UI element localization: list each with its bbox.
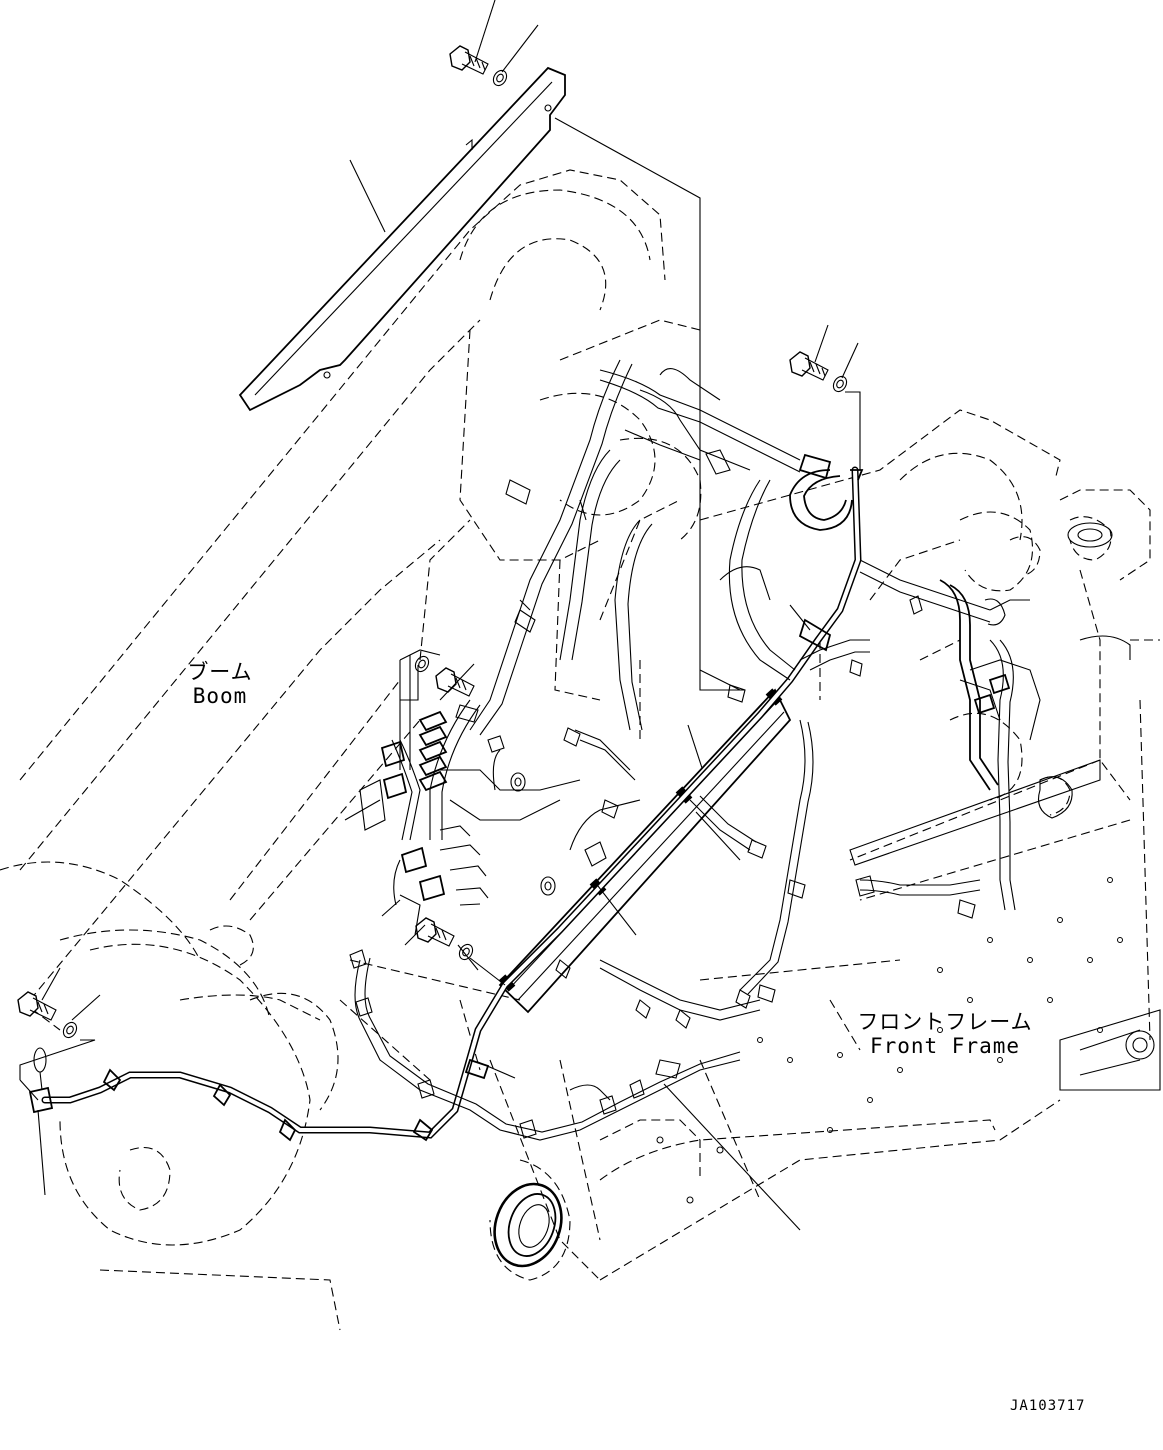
center-small-parts — [510, 727, 776, 1029]
right-harness — [689, 559, 1041, 995]
frame-right-parts — [849, 522, 1161, 1091]
washer-lower — [458, 943, 474, 961]
bolt-right — [789, 351, 829, 381]
boom-label: ブーム Boom — [160, 660, 280, 708]
lower-harness — [349, 949, 741, 1141]
washer-mid — [414, 655, 430, 673]
front-frame-label: フロントフレーム Front Frame — [845, 1010, 1045, 1058]
left-hose-runs — [429, 359, 653, 840]
bolt-left — [17, 991, 57, 1021]
harness-guard — [498, 688, 792, 1014]
boom-outline — [19, 169, 702, 1001]
leader-lines — [19, 0, 861, 1231]
boom-label-jp: ブーム — [187, 660, 253, 684]
front-frame-label-en: Front Frame — [869, 1034, 1021, 1059]
boom-label-en: Boom — [192, 684, 248, 709]
boom-cover-plate — [238, 66, 566, 412]
main-harness — [41, 466, 864, 1142]
washer-top — [492, 69, 508, 87]
washer-left — [62, 1021, 78, 1039]
lower-bearing — [493, 1182, 563, 1268]
front-frame-label-jp: フロントフレーム — [857, 1010, 1033, 1034]
drawing-code: JA103717 — [1010, 1398, 1086, 1414]
washer-right — [832, 375, 848, 393]
boom-foot-outline — [0, 861, 341, 1331]
valve-block — [359, 649, 581, 936]
bolt-top — [449, 45, 489, 75]
upper-harness-loop — [599, 368, 853, 681]
bolt-lower — [415, 917, 455, 947]
bolt-mid — [435, 667, 475, 697]
frame-holes — [656, 877, 1123, 1204]
